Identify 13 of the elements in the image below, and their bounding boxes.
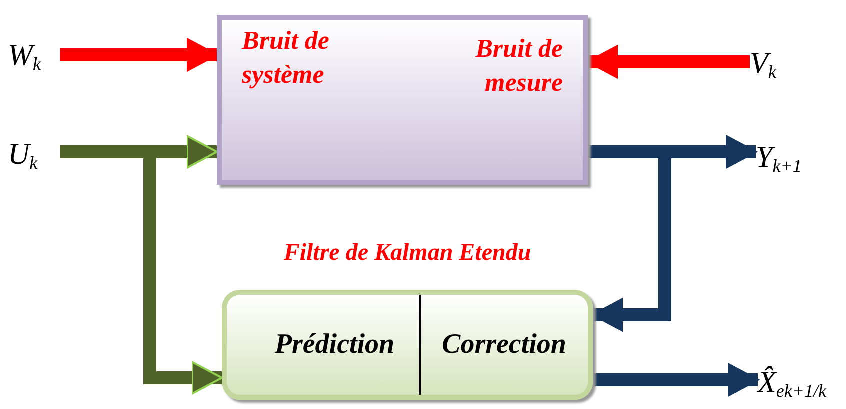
noise-label: Bruit de système [242,25,330,91]
filter-title: Filtre de Kalman Etendu [282,239,532,268]
signal-label: Y$_{k+1}$ [756,143,802,173]
block-arrow [587,45,750,79]
system-box [217,15,588,185]
noise-label: Bruit de mesure [474,33,563,99]
block-arrow [593,363,759,397]
stage-label: Prédiction [274,328,395,362]
signal-label: U$_{k}$ [8,140,38,170]
block-arrow [60,38,218,72]
signal-label: W$_{k}$ [8,41,41,71]
signal-label: V$_{k}$ [750,49,776,79]
stage-label: Correction [442,328,566,362]
